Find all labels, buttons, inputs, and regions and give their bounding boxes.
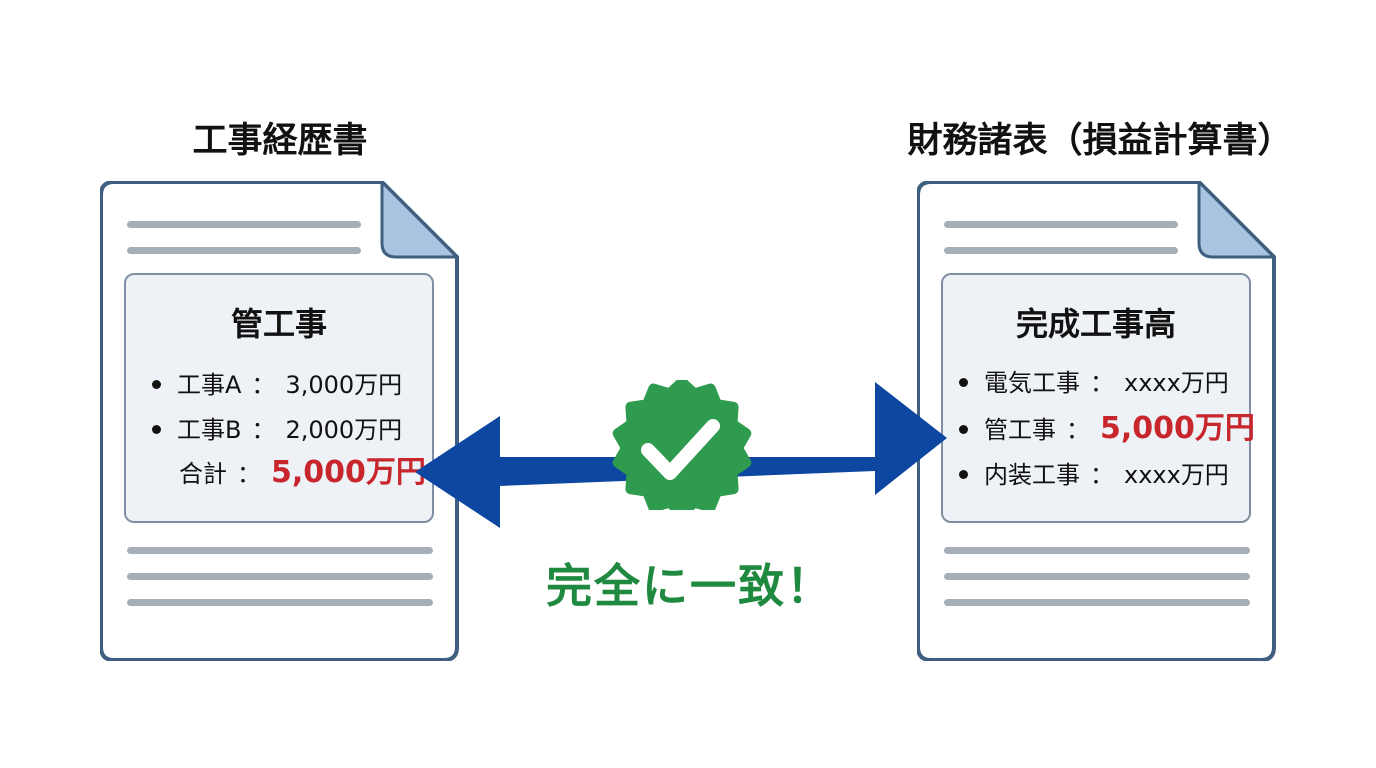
page-fold-icon — [1197, 181, 1276, 259]
item-separator: ： — [1066, 416, 1090, 444]
total-value: 5,000万円 — [271, 455, 426, 490]
total-row: 合計 ： 5,000万円 — [179, 455, 426, 491]
item-label: 管工事 — [984, 416, 1056, 444]
highlighted-value: 5,000万円 — [1100, 411, 1255, 446]
left-content-panel: 管工事 工事A ： 3,000万円 工事B ： 2,000万円 合計 ： 5,000万円 — [124, 273, 434, 523]
list-item: 内装工事 ： xxxx万円 — [959, 457, 1229, 493]
right-document: 完成工事高 電気工事 ： xxxx万円 管工事 ： 5,000万円 内装工事 ： xxxx万… — [917, 181, 1277, 661]
text-line — [127, 547, 433, 554]
item-separator: ： — [1090, 461, 1114, 489]
item-separator: ： — [237, 460, 261, 488]
item-separator: ： — [1090, 369, 1114, 397]
bullet-icon — [152, 424, 161, 434]
checkmark-icon — [641, 419, 720, 480]
list-item: 工事B ： 2,000万円 — [152, 412, 402, 448]
item-label: 内装工事 — [984, 461, 1080, 489]
list-item: 電気工事 ： xxxx万円 — [959, 365, 1229, 401]
item-separator: ： — [251, 416, 276, 444]
item-label: 工事B — [177, 416, 242, 444]
left-document-title: 工事経歴書 — [192, 121, 368, 161]
item-value: xxxx万円 — [1124, 461, 1229, 489]
right-document-title: 財務諸表（損益計算書） — [907, 121, 1293, 161]
item-label: 工事A — [177, 371, 242, 399]
text-line — [944, 599, 1250, 606]
text-line — [127, 247, 361, 254]
right-content-panel: 完成工事高 電気工事 ： xxxx万円 管工事 ： 5,000万円 内装工事 ： xxxx万… — [941, 273, 1255, 523]
bullet-icon — [959, 469, 968, 479]
text-line — [127, 573, 433, 580]
text-line — [944, 573, 1250, 580]
bullet-icon — [959, 424, 968, 434]
text-line — [944, 547, 1250, 554]
text-line — [127, 599, 433, 606]
left-panel-heading: 管工事 — [230, 305, 327, 343]
item-separator: ： — [251, 371, 276, 399]
text-line — [944, 221, 1178, 228]
item-value: 2,000万円 — [285, 416, 403, 444]
page-fold-icon — [380, 181, 459, 259]
item-value: xxxx万円 — [1124, 369, 1229, 397]
item-label: 電気工事 — [984, 369, 1080, 397]
bullet-icon — [959, 377, 968, 387]
text-line — [127, 221, 361, 228]
bullet-icon — [152, 379, 161, 389]
text-line — [944, 247, 1178, 254]
match-label: 完全に一致！ — [546, 559, 834, 613]
list-item: 工事A ： 3,000万円 — [152, 367, 402, 403]
item-value: 3,000万円 — [285, 371, 403, 399]
list-item: 管工事 ： 5,000万円 — [959, 411, 1255, 447]
total-label: 合計 — [179, 460, 227, 488]
check-badge-icon — [612, 380, 752, 510]
left-document: 管工事 工事A ： 3,000万円 工事B ： 2,000万円 合計 ： 5,000万円 — [100, 181, 460, 661]
right-panel-heading: 完成工事高 — [1015, 305, 1176, 343]
